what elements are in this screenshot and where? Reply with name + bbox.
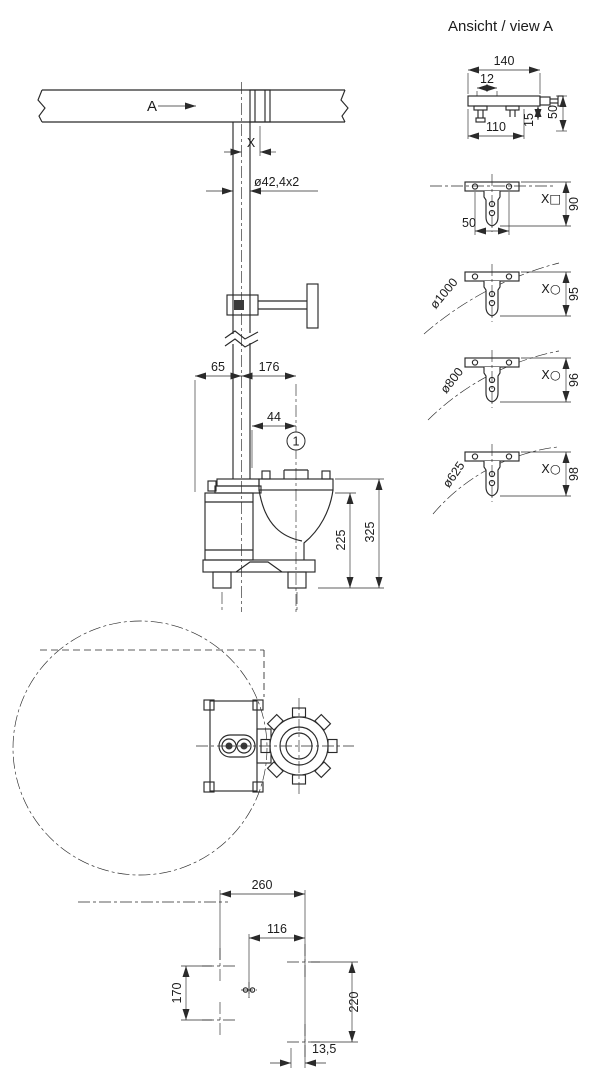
x-round-label-95: X○ [541,281,561,296]
wall-bracket [226,283,319,329]
dim-225: 225 [334,530,348,551]
right-foot [287,571,307,589]
dia-625-label: ø625 [440,459,468,490]
dim-13-5: 13,5 [312,1042,336,1056]
x-square-label: X□ [541,191,561,206]
dim-116: 116 [267,922,287,936]
dim-260: 260 [252,878,273,892]
pipe-break-mark [224,330,259,340]
dim-44: 44 [267,410,281,424]
bracket-plate-profile [467,95,541,107]
x-round-value-95: 95 [567,287,581,301]
dim-bolt-spacing-50: 50 [462,216,476,230]
section-label-a: A [147,98,157,115]
x-round-value-96: 96 [567,373,581,387]
dim-110: 110 [486,120,506,134]
bend-arc-1000 [423,262,560,335]
callout-number: 1 [293,435,300,449]
hole-centres [202,944,323,1060]
x-round-label-98: X○ [541,461,561,476]
x-round-value-98: 98 [567,467,581,481]
dim-220: 220 [347,992,361,1013]
dia-1000-label: ø1000 [427,275,461,311]
dia-800-label: ø800 [438,365,467,396]
variant-bend-800: ø800 X○ 96 [427,349,581,421]
dim-12: 12 [480,72,494,86]
left-foot [212,571,232,589]
callout-balloon [286,431,306,451]
dim-325: 325 [363,522,377,543]
dim-50-view-a: 50 [546,105,560,119]
dim-176: 176 [259,360,280,374]
variant-square: X□ 90 50 [430,173,581,235]
view-a-detail: 140 12 110 15 50 [467,54,567,140]
variant-table: X□ 90 50 ø1000 X○ 95 ø800 X○ 96 [423,173,581,515]
dim-65: 65 [211,360,225,374]
swing-radius-circle [12,620,268,876]
pump-top-view [196,698,354,795]
pump-assembly [202,469,334,612]
discharge-elbow [303,489,334,560]
variant-bend-1000: ø1000 X○ 95 [423,262,581,335]
swing-top-view [12,620,354,876]
clamp-bolt [234,300,244,310]
base-plate [202,559,316,573]
side-bolt [539,96,551,106]
x-round-label-96: X○ [541,367,561,382]
pipe-spec-label: ø42,4x2 [254,175,299,189]
variant-bend-625: ø625 X○ 98 [432,443,581,515]
dim-15: 15 [522,113,536,127]
view-a-title: Ansicht / view A [448,18,553,35]
dim-170: 170 [170,983,184,1004]
dim-x-offset: X [247,136,256,150]
x-square-value: 90 [567,197,581,211]
wall-plate [306,283,319,329]
mounting-plan: 260 116 170 220 13,5 [78,878,361,1068]
standpipe [224,82,259,612]
tee-fitting [249,89,271,123]
header-pipe [37,89,349,123]
main-elevation: A X ø42,4x2 [37,82,384,612]
bend-arc-800 [427,350,560,421]
dim-140: 140 [494,54,515,68]
